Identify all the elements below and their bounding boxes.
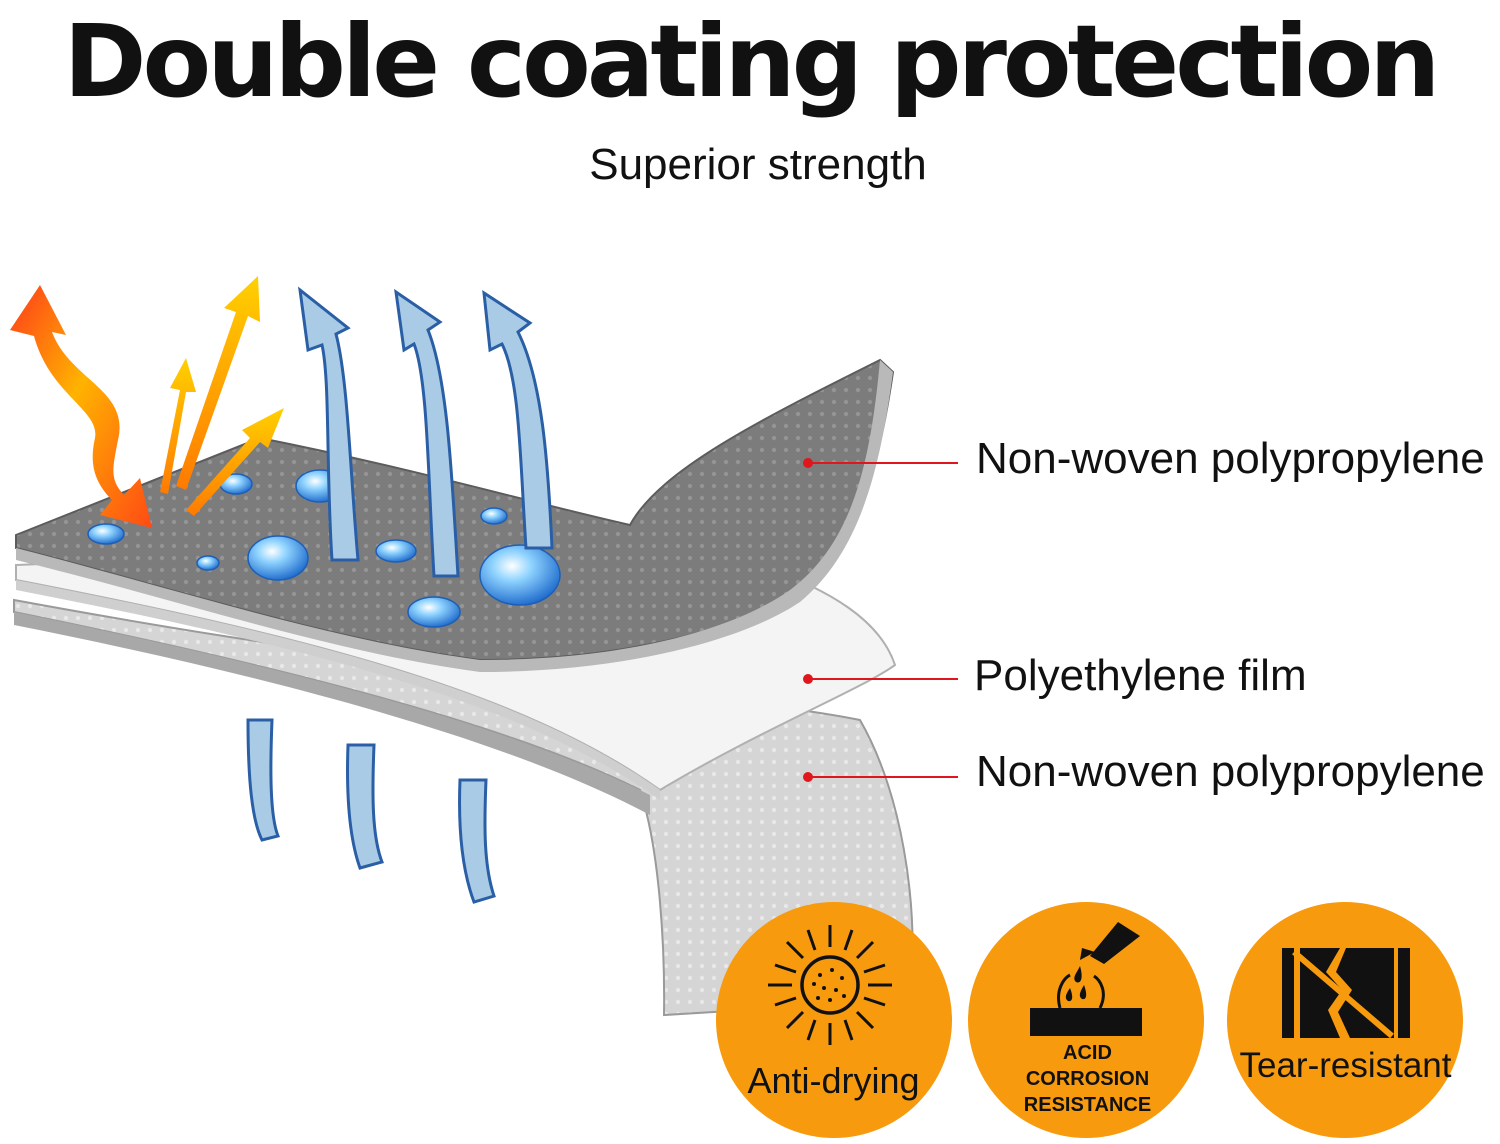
heat-rays <box>160 276 284 516</box>
water-drops <box>87 469 561 628</box>
water-drop <box>87 523 125 545</box>
water-drop <box>375 539 417 563</box>
heat-ray <box>160 358 196 494</box>
air-arrow-bottom-1 <box>246 718 281 842</box>
air-arrows-bottom <box>246 718 496 904</box>
feature-label-acid-text: ACID CORROSION RESISTANCE <box>1023 1042 1152 1116</box>
acid-drop-icon <box>1030 922 1142 1036</box>
air-arrow-bottom-3 <box>458 778 496 904</box>
feature-label-anti-drying: Anti-drying <box>747 1060 920 1101</box>
leader-dot <box>803 458 813 468</box>
water-drop <box>480 507 508 525</box>
air-arrow-top-1 <box>298 286 360 562</box>
heat-arrow <box>10 285 152 528</box>
sun-icon <box>768 925 892 1045</box>
feature-label-acid: ACID CORROSION RESISTANCE <box>970 1040 1205 1118</box>
feature-label-tear: Tear-resistant <box>1239 1046 1452 1085</box>
heat-ray <box>176 276 260 490</box>
leader-lines <box>803 458 958 782</box>
leader-dot <box>803 674 813 684</box>
water-drop <box>196 555 220 571</box>
badge-anti-drying <box>716 902 952 1138</box>
page-title: Double coating protection <box>63 3 1441 120</box>
air-arrow-top-3 <box>482 290 554 550</box>
heat-ray <box>186 408 284 516</box>
layer-label-top: Non-woven polypropylene <box>976 434 1485 483</box>
water-drop <box>407 596 461 628</box>
torn-sheet-icon <box>1282 948 1410 1039</box>
page-subtitle: Superior strength <box>589 140 927 189</box>
layer-label-bottom: Non-woven polypropylene <box>976 747 1485 796</box>
water-drop <box>247 535 309 581</box>
air-arrow-top-2 <box>394 288 460 578</box>
layer-label-middle: Polyethylene film <box>974 651 1307 700</box>
air-arrow-bottom-2 <box>346 743 384 870</box>
leader-dot <box>803 772 813 782</box>
water-drop <box>479 544 561 606</box>
air-arrows-top <box>298 286 554 578</box>
